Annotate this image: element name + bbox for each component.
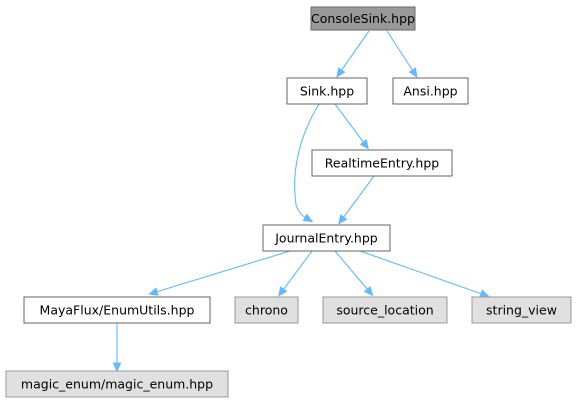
edge-line	[386, 30, 414, 72]
edge-sink-to-journalentry	[294, 103, 320, 223]
node-sink[interactable]: Sink.hpp	[286, 77, 368, 105]
node-label: ConsoleSink.hpp	[311, 11, 415, 26]
node-source-location[interactable]: source_location	[322, 296, 448, 324]
edge-line	[342, 175, 375, 219]
node-box	[286, 77, 368, 105]
node-box	[392, 77, 469, 105]
node-box	[311, 149, 453, 177]
arrowhead	[278, 286, 288, 297]
node-label: JournalEntry.hpp	[274, 231, 378, 246]
arrowhead	[359, 139, 369, 150]
edge-consolesink-to-ansi	[386, 30, 418, 78]
node-label: magic_enum/magic_enum.hpp	[21, 377, 213, 392]
edge-line	[155, 250, 291, 293]
node-box	[23, 296, 211, 324]
node-label: chrono	[245, 303, 288, 318]
node-box	[310, 6, 416, 31]
edge-line	[282, 250, 313, 291]
node-label: source_location	[336, 303, 433, 318]
edge-line	[334, 250, 369, 291]
node-box	[471, 296, 572, 324]
node-magic-enum[interactable]: magic_enum/magic_enum.hpp	[5, 370, 229, 398]
edge-line	[359, 250, 483, 295]
node-consolesink[interactable]: ConsoleSink.hpp	[310, 6, 416, 31]
arrowhead	[148, 287, 159, 296]
edge-line	[340, 30, 370, 72]
arrowhead	[408, 67, 418, 78]
node-string-view[interactable]: string_view	[471, 296, 572, 324]
edges-layer	[112, 30, 490, 373]
edge-line	[294, 103, 320, 219]
node-box	[234, 296, 299, 324]
node-box	[322, 296, 448, 324]
edge-realtimeentry-to-journalentry	[338, 175, 375, 225]
edge-journalentry-to-chrono	[278, 250, 313, 297]
edge-enumutils-to-magic_enum	[112, 323, 122, 373]
edge-consolesink-to-sink	[336, 30, 370, 78]
arrowhead	[302, 213, 314, 223]
node-box	[262, 224, 391, 252]
node-journalentry[interactable]: JournalEntry.hpp	[262, 224, 391, 252]
arrowhead	[112, 362, 122, 373]
node-enumutils[interactable]: MayaFlux/EnumUtils.hpp	[23, 296, 211, 324]
node-box	[5, 370, 229, 398]
arrowhead	[479, 289, 490, 298]
edge-journalentry-to-string_view	[359, 250, 490, 298]
arrowhead	[363, 286, 374, 297]
arrowhead	[336, 67, 346, 78]
edge-journalentry-to-source_location	[334, 250, 374, 297]
node-chrono[interactable]: chrono	[234, 296, 299, 324]
node-label: RealtimeEntry.hpp	[325, 156, 439, 171]
node-label: Ansi.hpp	[403, 84, 457, 99]
node-ansi[interactable]: Ansi.hpp	[392, 77, 469, 105]
node-label: Sink.hpp	[300, 84, 354, 99]
edge-journalentry-to-enumutils	[148, 250, 291, 296]
edge-line	[334, 103, 365, 144]
arrowhead	[338, 214, 348, 225]
edge-sink-to-realtimeentry	[334, 103, 369, 150]
node-label: string_view	[486, 303, 557, 318]
node-realtimeentry[interactable]: RealtimeEntry.hpp	[311, 149, 453, 177]
node-label: MayaFlux/EnumUtils.hpp	[40, 303, 195, 318]
